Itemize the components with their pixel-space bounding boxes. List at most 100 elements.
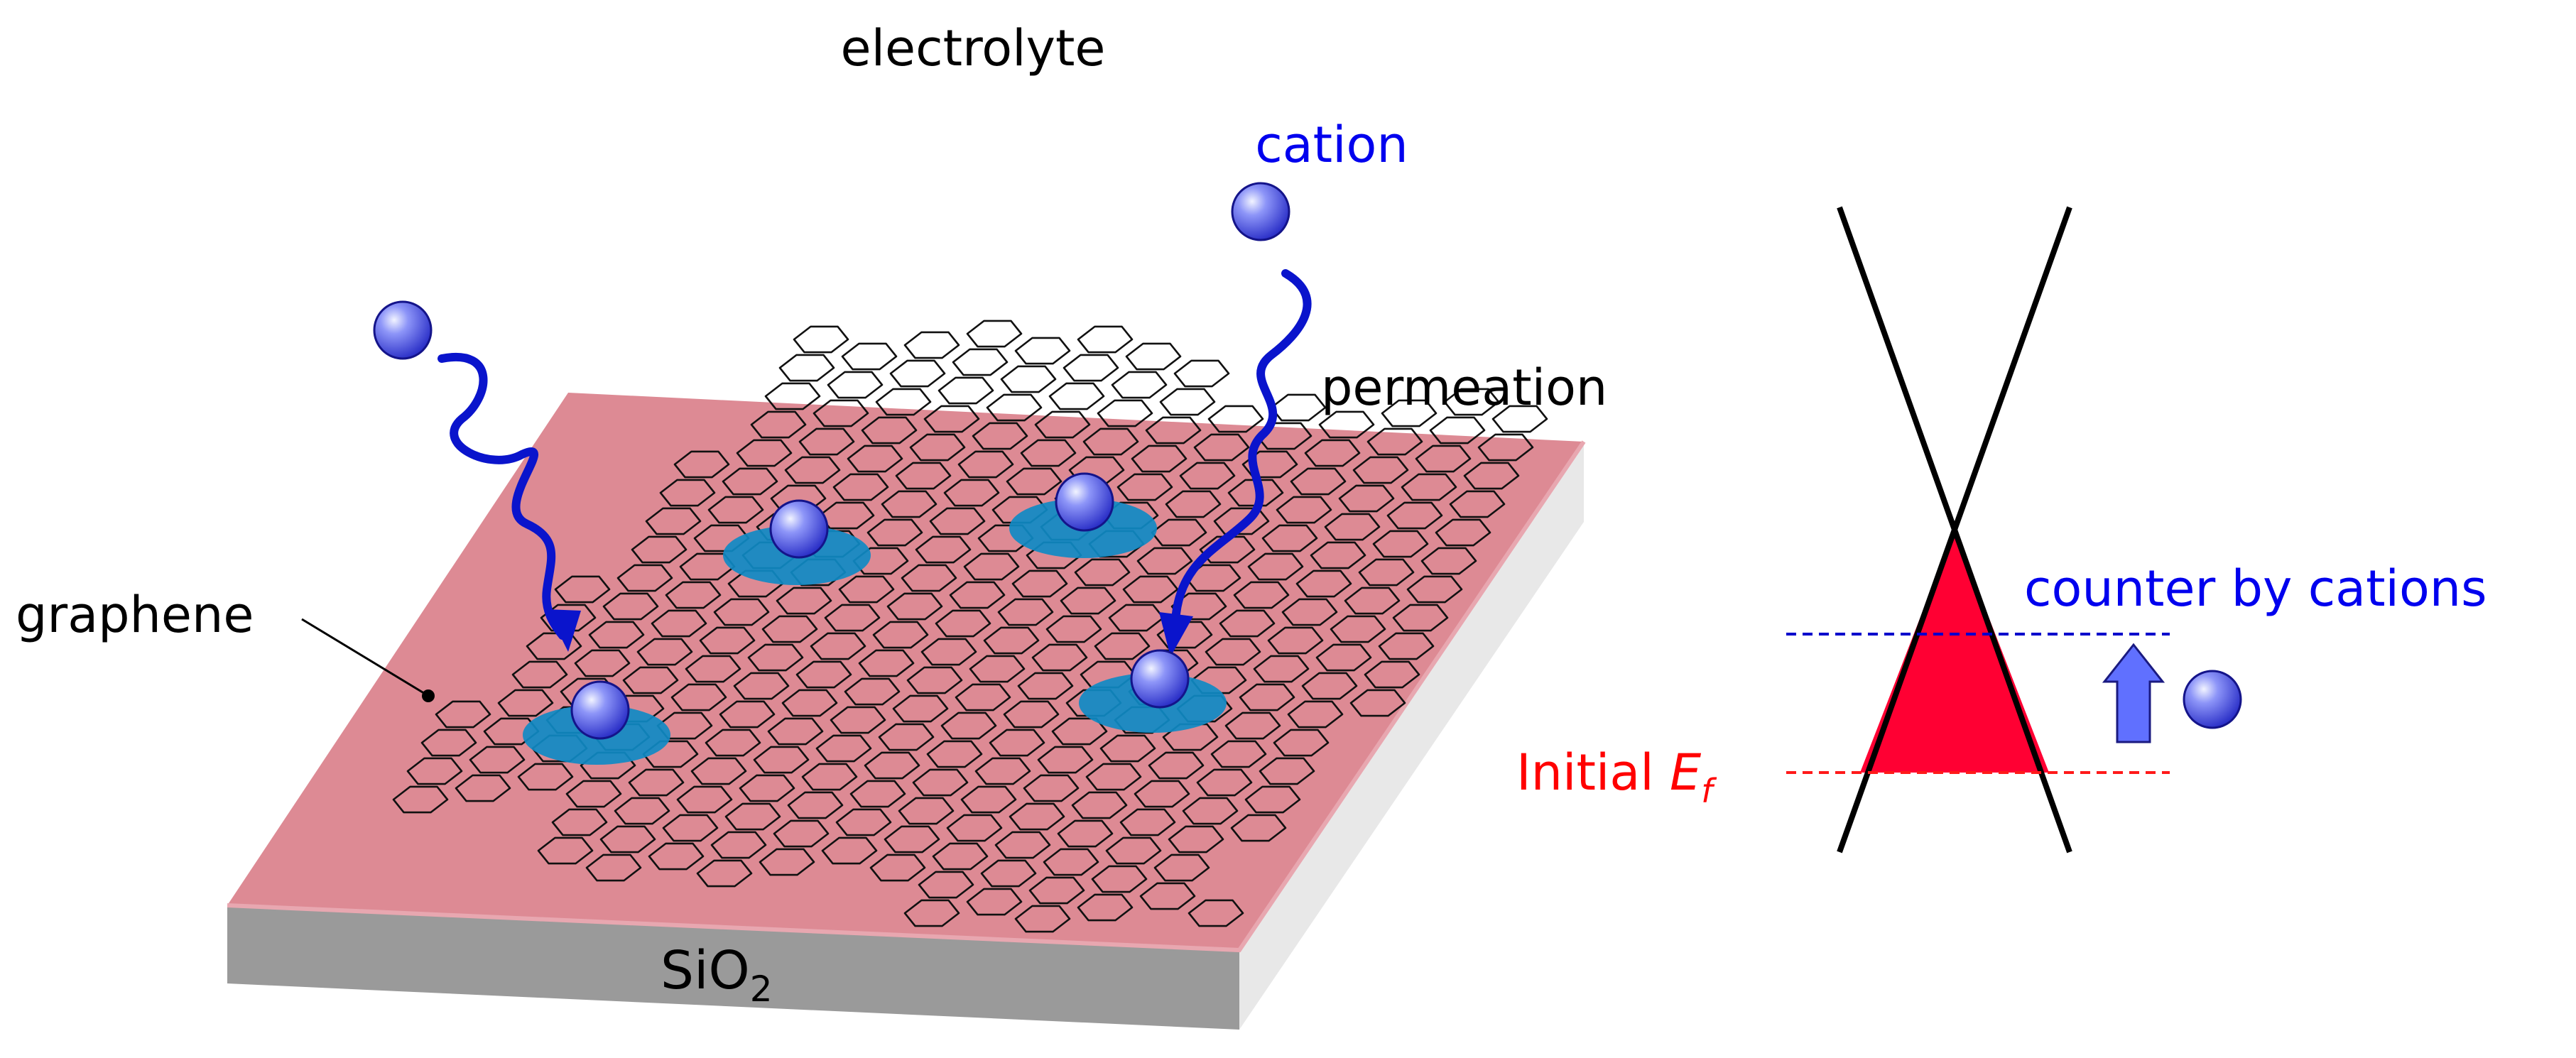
graphene-hexagon bbox=[1386, 501, 1443, 530]
graphene-hexagon bbox=[739, 774, 795, 802]
graphene-hexagon bbox=[901, 564, 957, 592]
graphene-hexagon bbox=[1304, 439, 1361, 467]
graphene-hexagon bbox=[1338, 484, 1395, 513]
graphene-hexagon bbox=[1420, 547, 1477, 575]
graphene-hexagon bbox=[1017, 672, 1074, 700]
graphene-hexagon bbox=[659, 479, 716, 507]
graphene-hexagon bbox=[1364, 660, 1420, 689]
arrow-head-left bbox=[547, 609, 581, 652]
sio2-main: SiO bbox=[661, 940, 750, 1001]
graphene-hexagon bbox=[844, 677, 901, 706]
graphene-hexagon bbox=[1116, 473, 1173, 501]
cation-adsorbed-3 bbox=[1055, 472, 1114, 532]
graphene-hexagon bbox=[628, 768, 685, 797]
graphene-hexagon bbox=[602, 592, 659, 621]
graphene-hexagon bbox=[1085, 763, 1142, 791]
graphene-hexagon bbox=[1261, 524, 1318, 552]
cation-free-top bbox=[1231, 182, 1290, 241]
graphene-hexagon bbox=[736, 439, 793, 467]
graphene-hexagon bbox=[722, 467, 778, 496]
graphene-hexagon bbox=[827, 371, 884, 399]
graphene-hexagon bbox=[832, 473, 889, 501]
graphene-hexagon bbox=[918, 871, 974, 899]
graphene-hexagon bbox=[912, 768, 969, 797]
graphene-hexagon bbox=[673, 450, 730, 479]
graphene-hexagon bbox=[903, 331, 960, 359]
graphene-hexagon bbox=[1401, 473, 1457, 501]
graphene-hexagon bbox=[1020, 439, 1077, 467]
graphene-hexagon bbox=[1048, 382, 1105, 410]
graphene-hexagon bbox=[645, 507, 702, 535]
graphene-hexagon bbox=[1108, 604, 1165, 632]
graphene-hexagon bbox=[1094, 632, 1151, 660]
graphene-hexagon bbox=[1122, 575, 1179, 604]
graphene-hexagon bbox=[1071, 791, 1128, 819]
graphene-hexagon bbox=[631, 535, 688, 564]
graphene-hexagon bbox=[511, 660, 568, 689]
graphene-hexagon bbox=[1435, 518, 1491, 547]
graphene-hexagon bbox=[838, 575, 895, 604]
filled-states bbox=[1860, 529, 2049, 773]
graphene-hexagon bbox=[483, 717, 540, 746]
graphene-hexagon bbox=[616, 564, 673, 592]
graphene-hexagon bbox=[889, 359, 946, 388]
graphene-hexagon bbox=[1378, 632, 1435, 660]
wavy-arrow-right bbox=[1171, 269, 1312, 626]
graphene-hexagon bbox=[1392, 604, 1449, 632]
graphene-hexagon bbox=[892, 694, 949, 723]
graphene-hexagon bbox=[1188, 899, 1244, 927]
graphene-hexagon bbox=[707, 496, 764, 524]
graphene-hexagon bbox=[670, 683, 727, 711]
graphene-hexagon bbox=[1077, 325, 1134, 354]
graphene-hexagon bbox=[1097, 399, 1153, 427]
graphene-hexagon bbox=[778, 354, 835, 382]
graphene-hexagon bbox=[795, 660, 852, 689]
graphene-hexagon bbox=[1301, 672, 1358, 700]
wavy-arrow-left bbox=[438, 353, 567, 640]
graphene-hexagon bbox=[940, 711, 997, 740]
graphene-hexagon bbox=[972, 422, 1028, 450]
graphene-hexagon bbox=[676, 785, 733, 814]
ef-symbol: E bbox=[1670, 743, 1702, 802]
graphene-hexagon bbox=[997, 598, 1054, 626]
graphene-hexagon bbox=[690, 757, 747, 785]
graphene-hexagon bbox=[858, 649, 915, 677]
graphene-hexagon bbox=[798, 427, 855, 456]
graphene-hexagon bbox=[1063, 354, 1119, 382]
graphene-hexagon bbox=[923, 405, 980, 433]
graphene-hexagon bbox=[1210, 740, 1267, 768]
graphene-hexagon bbox=[1477, 433, 1534, 462]
graphene-hexagon bbox=[1034, 410, 1091, 439]
graphene-hexagon bbox=[710, 831, 767, 859]
graphene-hexagon bbox=[776, 587, 832, 615]
graphene-hexagon bbox=[1091, 865, 1148, 893]
graphene-hexagon bbox=[1330, 615, 1386, 643]
graphene-hexagon bbox=[1023, 774, 1080, 802]
graphene-hexagon bbox=[1463, 462, 1520, 490]
graphene-hexagon bbox=[1006, 467, 1063, 496]
graphene-hexagon bbox=[1207, 405, 1264, 433]
graphene-hexagon bbox=[497, 689, 554, 717]
graphene-hexagon bbox=[1131, 445, 1188, 473]
dirac-cone-diagram bbox=[1786, 206, 2242, 854]
graphene-hexagon bbox=[1165, 490, 1222, 518]
graphene-hexagon bbox=[952, 348, 1009, 376]
graphene-hexagon bbox=[920, 638, 977, 666]
graphene-hexagon bbox=[392, 785, 449, 814]
graphene-hexagon bbox=[469, 746, 526, 774]
graphene-hexagon bbox=[895, 462, 952, 490]
graphene-hexagon bbox=[1077, 893, 1134, 922]
graphene-hexagon bbox=[875, 388, 932, 416]
graphene-hexagon bbox=[1162, 723, 1219, 751]
graphene-hexagon bbox=[1429, 416, 1486, 445]
graphene-hexagon bbox=[540, 604, 597, 632]
permeation-label: permeation bbox=[1321, 359, 1607, 417]
graphene-hexagon bbox=[1449, 490, 1506, 518]
graphene-hexagon bbox=[1136, 547, 1193, 575]
graphene-hexagon bbox=[665, 581, 722, 609]
graphene-hexagon bbox=[815, 734, 872, 763]
graphene-hexagon bbox=[705, 729, 761, 757]
cation-free-left bbox=[373, 300, 433, 360]
graphene-hexagon bbox=[1315, 643, 1372, 672]
sio2-subscript: 2 bbox=[750, 969, 773, 1010]
